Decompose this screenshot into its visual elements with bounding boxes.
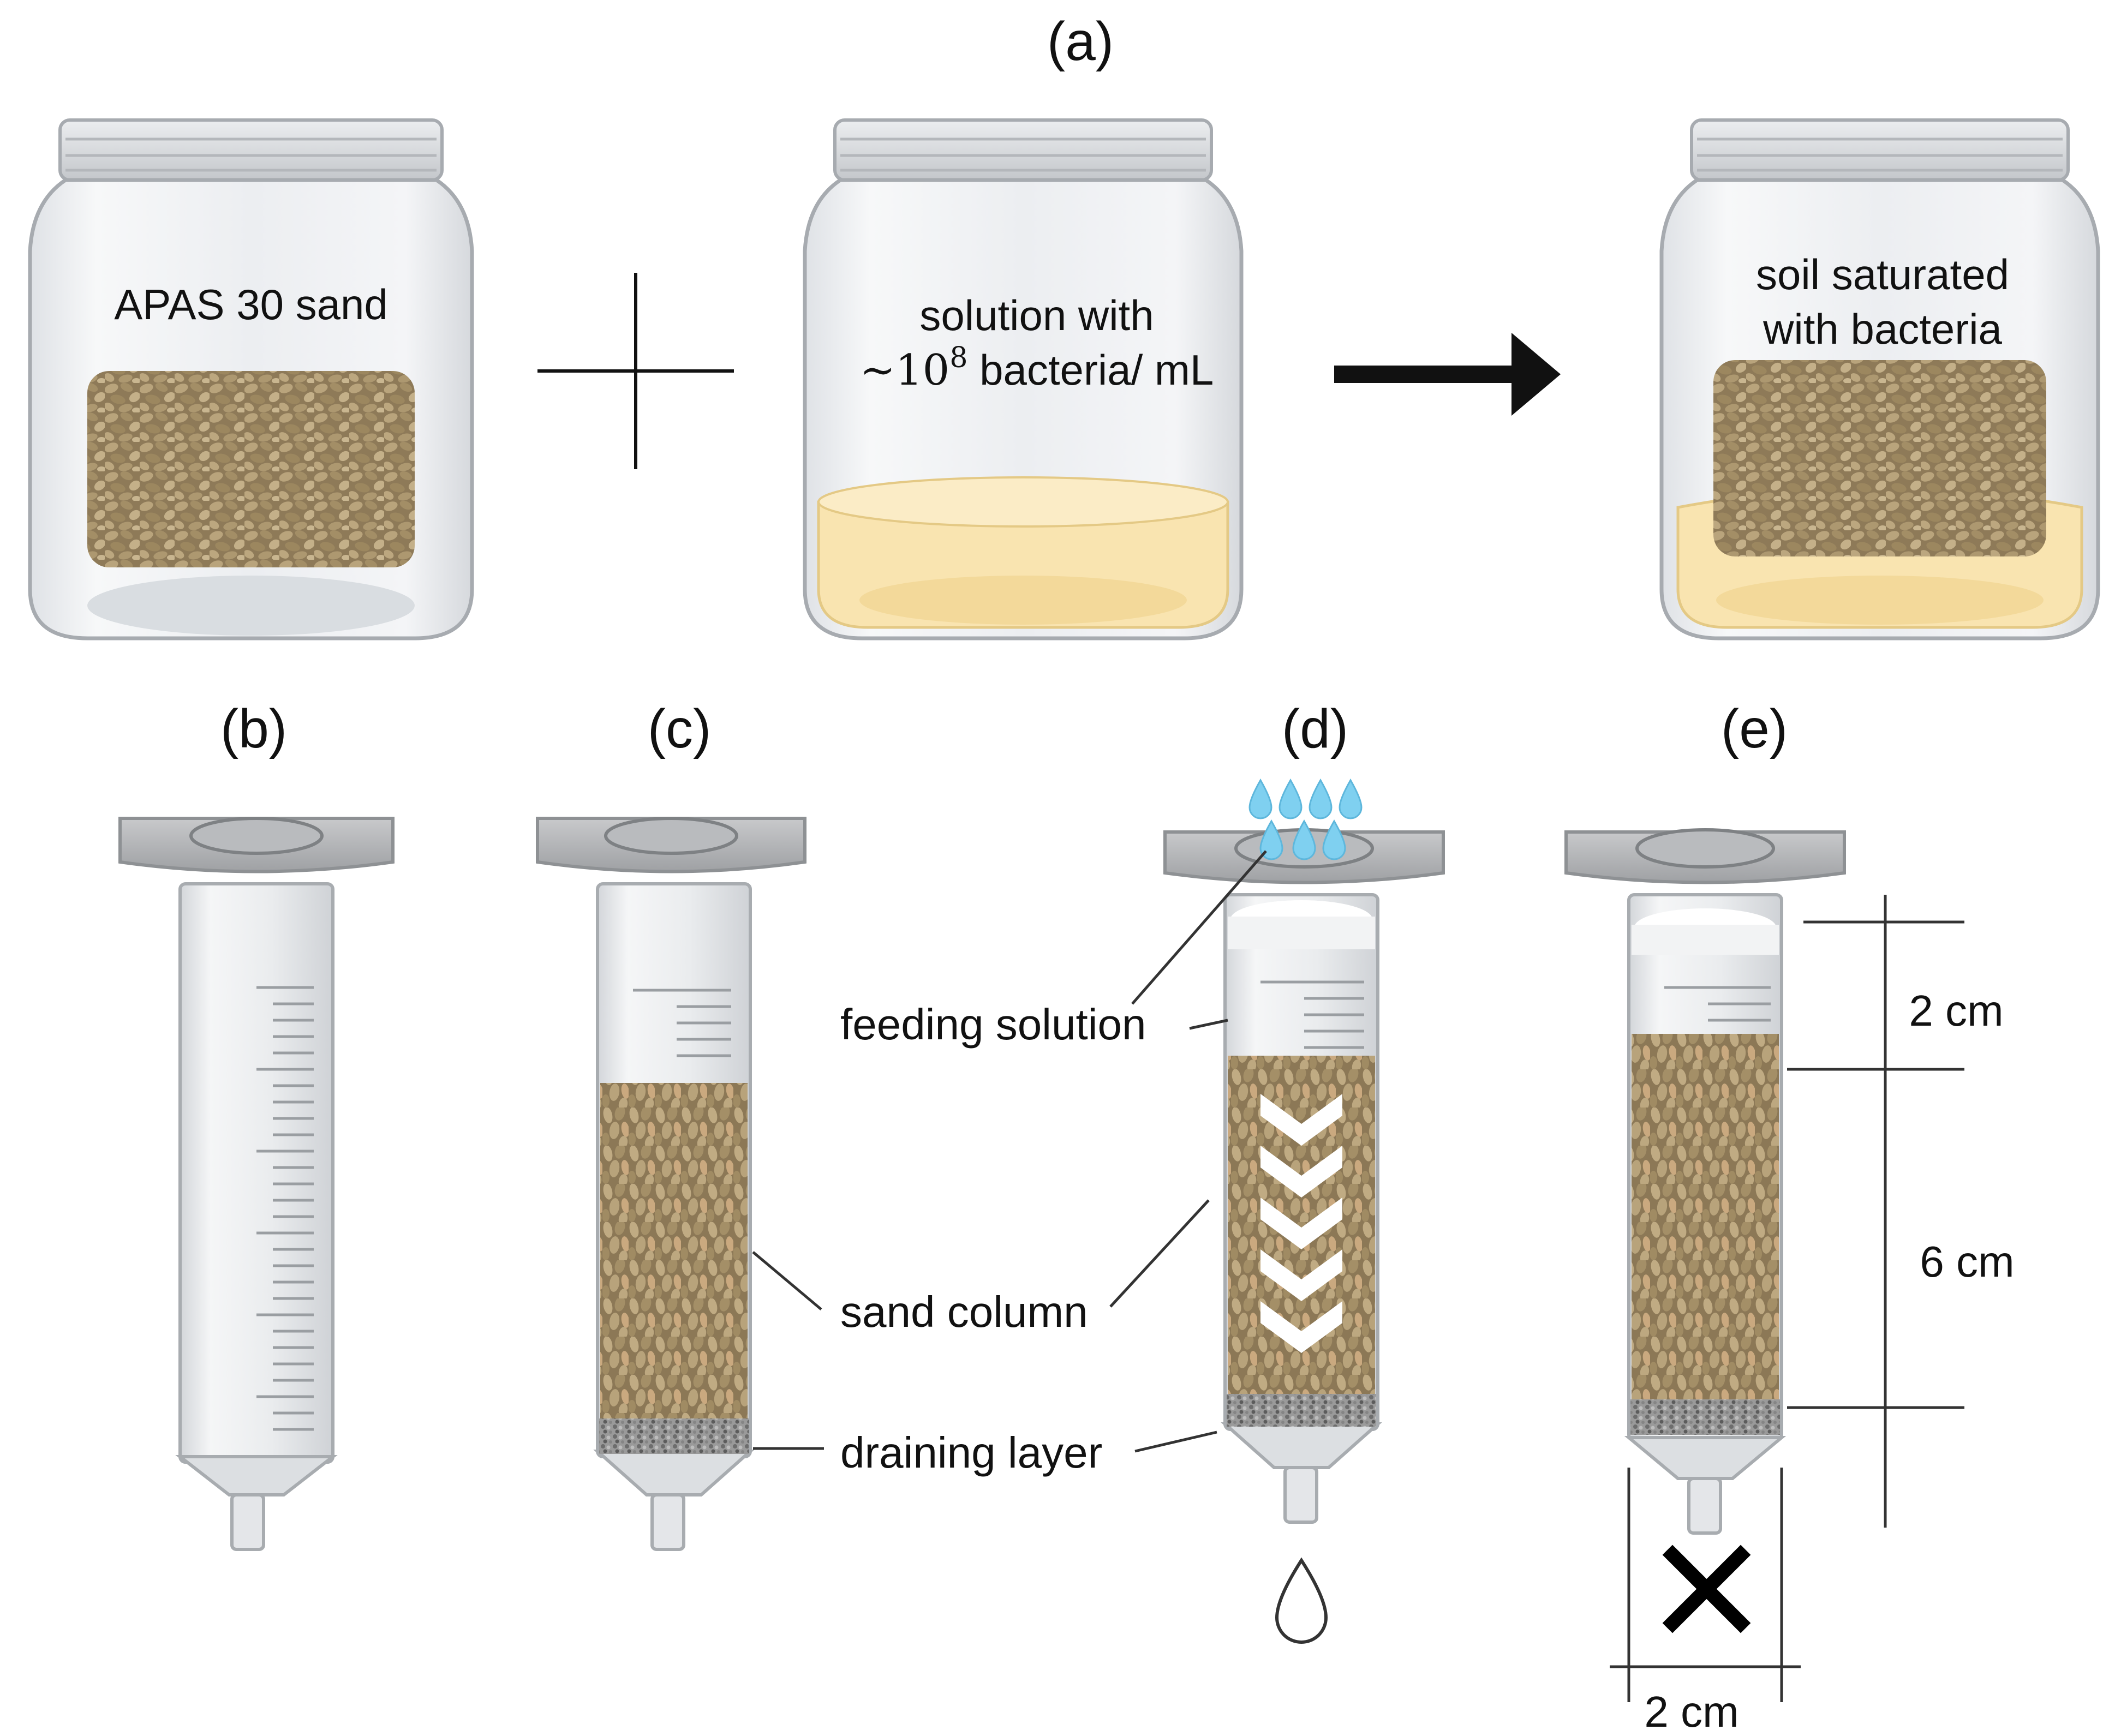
jar-sand: APAS 30 sand <box>28 118 474 640</box>
callout-lines <box>752 850 1267 1453</box>
jar-solution-label-2: ~108 bacteria/ mL <box>860 342 1214 395</box>
concentration-suffix: bacteria/ mL <box>967 346 1214 394</box>
panel-label-d: (d) <box>1282 698 1348 759</box>
concentration-prefix: ~10 <box>860 346 950 395</box>
arrow-right-icon <box>1334 333 1561 416</box>
closed-outlet-icon <box>1662 1545 1751 1633</box>
dimension-lines <box>1610 895 1964 1702</box>
panel-label-a: (a) <box>1047 11 1114 72</box>
callout-feeding-solution: feeding solution <box>840 1000 1146 1049</box>
outflow-drop-icon <box>1275 1557 1328 1644</box>
callout-sand-column: sand column <box>840 1288 1088 1336</box>
panel-label-c: (c) <box>648 698 712 759</box>
panel-label-e: (e) <box>1721 698 1788 759</box>
jar-solution: solution with ~108 bacteria/ mL <box>803 118 1244 640</box>
jar-sand-label: APAS 30 sand <box>114 280 388 328</box>
syringe-empty <box>118 817 395 1551</box>
sand-fill <box>87 371 415 567</box>
dimension-top: 2 cm <box>1909 986 2003 1035</box>
jar-saturated: soil saturated with bacteria <box>1659 118 2100 640</box>
sand-column-fill <box>600 1083 748 1432</box>
flow-direction-chevrons <box>1260 1094 1342 1353</box>
draining-layer-fill <box>599 1418 749 1454</box>
panel-label-b: (b) <box>220 698 287 759</box>
plus-icon <box>537 273 734 469</box>
jar-saturated-label-1: soil saturated <box>1756 250 2009 298</box>
callout-draining-layer: draining layer <box>840 1428 1102 1477</box>
syringe-dimensioned <box>1564 828 1846 1535</box>
dimension-bottom: 2 cm <box>1644 1687 1738 1736</box>
saturated-sand-fill <box>1713 360 2046 556</box>
water-drops-icon <box>1248 778 1363 860</box>
graduation-marks <box>256 986 314 1431</box>
concentration-exponent: 8 <box>949 342 967 374</box>
jar-solution-label-1: solution with <box>919 291 1154 339</box>
syringe-packed <box>536 817 806 1551</box>
syringe-feeding <box>1163 778 1445 1644</box>
jar-saturated-label-2: with bacteria <box>1763 305 2002 353</box>
dimension-middle: 6 cm <box>1920 1237 2014 1286</box>
